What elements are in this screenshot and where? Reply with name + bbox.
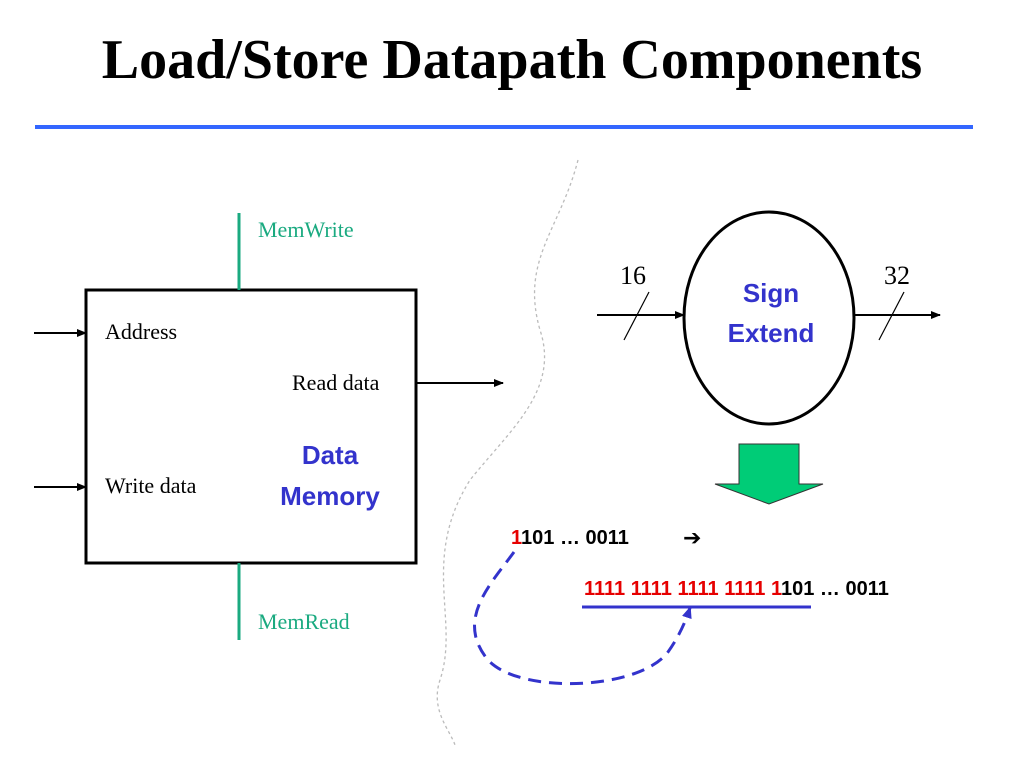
output-width-slash xyxy=(878,291,905,341)
green-down-arrow xyxy=(714,443,824,505)
write-data-port-label: Write data xyxy=(105,473,197,498)
right-arrow-glyph: ➔ xyxy=(683,526,701,551)
input-width-label: 16 xyxy=(620,261,646,290)
data-memory-name-line2: Memory xyxy=(280,481,380,511)
separator-curve xyxy=(436,159,579,746)
output-example: 1111 1111 1111 1111 1101 … 0011 xyxy=(584,578,889,600)
output-remaining-bits: 101 … 0011 xyxy=(782,578,889,600)
read-data-port-label: Read data xyxy=(292,370,380,395)
sign-extend-name-line2: Extend xyxy=(728,318,815,348)
data-memory-box xyxy=(84,288,418,565)
slide-title: Load/Store Datapath Components xyxy=(101,29,923,91)
sign-extend-name-line1: Sign xyxy=(743,278,799,308)
sign-bit-copy-arrow xyxy=(473,551,692,686)
memread-label: MemRead xyxy=(258,609,350,634)
address-port-label: Address xyxy=(105,319,177,344)
memwrite-label: MemWrite xyxy=(258,217,354,242)
data-memory-name-line1: Data xyxy=(302,440,359,470)
output-extension-bits: 1111 1111 1111 1111 1 xyxy=(584,578,782,600)
input-remaining-bits: 101 … 0011 xyxy=(522,527,629,549)
input-width-slash xyxy=(623,291,650,341)
input-example: 1101 … 0011 xyxy=(511,527,629,549)
input-msb-bit: 1 xyxy=(511,527,522,549)
output-width-label: 32 xyxy=(884,261,910,290)
title-underline xyxy=(35,125,973,129)
